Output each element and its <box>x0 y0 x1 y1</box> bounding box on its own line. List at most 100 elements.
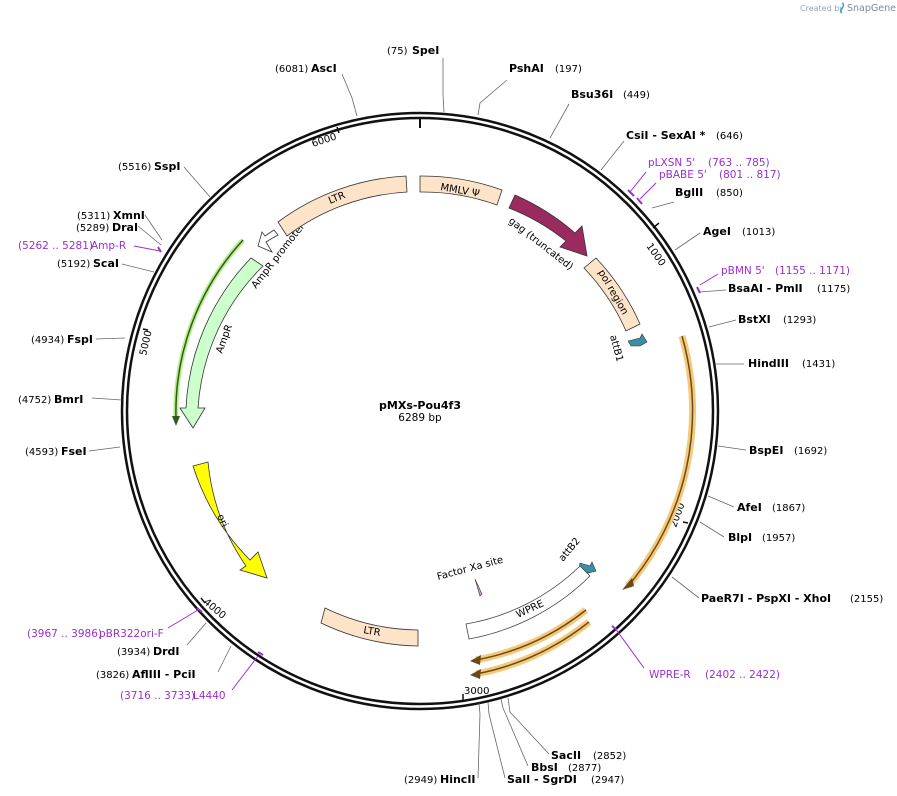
enzyme-name-bbsi[interactable]: BbsI <box>531 761 558 774</box>
enzyme-pos-bstxi[interactable]: (1293) <box>783 315 816 326</box>
enzyme-name-bspei[interactable]: BspEI <box>749 444 783 457</box>
enzyme-name-bsu36i[interactable]: Bsu36I <box>571 88 613 101</box>
feature-mmlv-psi[interactable] <box>419 175 503 206</box>
enzyme-pos-fsei[interactable]: (4593) <box>25 447 58 458</box>
feature-ori[interactable] <box>192 461 268 579</box>
tick-label-3000: 3000 <box>464 686 489 697</box>
enzyme-pos-hincii[interactable]: (2949) <box>404 775 437 786</box>
leader-blpi <box>699 521 725 538</box>
feature-label-ltr-bottom: LTR <box>362 625 381 639</box>
enzyme-pos-afei[interactable]: (1867) <box>772 503 805 514</box>
leader-csii <box>600 140 625 171</box>
feature-orf-right-arrowhead <box>622 578 634 590</box>
primer-pos-plxsn[interactable]: (763 .. 785) <box>708 157 770 169</box>
enzyme-pos-drai[interactable]: (5289) <box>76 223 109 234</box>
enzyme-name-fspi[interactable]: FspI <box>67 333 93 346</box>
enzyme-pos-afliii-pcii[interactable]: (3826) <box>96 670 129 681</box>
enzyme-pos-sali-sgrdi[interactable]: (2947) <box>591 775 624 786</box>
enzyme-pos-bsu36i[interactable]: (449) <box>623 90 650 101</box>
primer-name-pbr322ori[interactable]: pBR322ori-F <box>99 628 164 640</box>
leader-sali <box>487 701 506 779</box>
tick-mark-6000 <box>336 126 340 134</box>
enzyme-pos-agei[interactable]: (1013) <box>742 227 775 238</box>
feature-orf-right[interactable] <box>627 335 694 587</box>
enzyme-name-afliii-pcii[interactable]: AflIII - PciI <box>132 668 196 681</box>
tick-mark-5000 <box>142 328 149 331</box>
feature-attb1[interactable] <box>627 333 648 347</box>
enzyme-name-bsaai-pmli[interactable]: BsaAI - PmlI <box>728 282 803 295</box>
enzyme-name-sspi[interactable]: SspI <box>154 160 180 173</box>
primer-pos-wpre-r[interactable]: (2402 .. 2422) <box>705 669 780 681</box>
enzyme-name-csii-sexai[interactable]: CsiI - SexAI * <box>626 129 706 142</box>
enzyme-pos-sspi[interactable]: (5516) <box>118 162 151 173</box>
enzyme-pos-bbsi[interactable]: (2877) <box>568 763 601 774</box>
primer-name-wpre-r[interactable]: WPRE-R <box>649 669 691 681</box>
primer-pos-pbr322ori[interactable]: (3967 .. 3986) <box>27 628 102 640</box>
enzyme-name-hindiii[interactable]: HindIII <box>748 357 789 370</box>
feature-orf-highlight <box>625 335 697 589</box>
enzyme-pos-hindiii[interactable]: (1431) <box>802 359 835 370</box>
enzyme-name-bmri[interactable]: BmrI <box>54 393 83 406</box>
feature-ltr-top[interactable] <box>277 175 408 237</box>
enzyme-pos-bsaai-pmli[interactable]: (1175) <box>817 284 850 295</box>
enzyme-name-paer7i-pspxi-xhoi[interactable]: PaeR7I - PspXI - XhoI <box>701 592 831 605</box>
enzyme-pos-bmri[interactable]: (4752) <box>18 395 51 406</box>
primer-mark-wpre-r <box>611 625 618 631</box>
feature-orf-bottom-2[interactable] <box>475 621 590 675</box>
enzyme-name-sali-sgrdi[interactable]: SalI - SgrDI <box>507 773 577 786</box>
feature-pol-region[interactable] <box>583 257 641 332</box>
enzyme-name-xmni[interactable]: XmnI <box>113 209 145 222</box>
enzyme-pos-sacii[interactable]: (2852) <box>593 751 626 762</box>
enzyme-pos-drdi[interactable]: (3934) <box>117 647 150 658</box>
enzyme-pos-paer7i-pspxi-xhoi[interactable]: (2155) <box>850 594 883 605</box>
primer-name-amp-r[interactable]: Amp-R <box>91 240 126 252</box>
credit-brand: SnapGene <box>847 3 896 14</box>
enzyme-name-drdi[interactable]: DrdI <box>153 645 180 658</box>
enzyme-name-afei[interactable]: AfeI <box>737 501 762 514</box>
enzyme-pos-spei[interactable]: (75) <box>387 46 408 57</box>
feature-ampr-promoter[interactable] <box>257 229 279 253</box>
leader-pbr322ori <box>167 609 199 629</box>
enzyme-name-agei[interactable]: AgeI <box>703 225 731 238</box>
primer-name-pbabe[interactable]: pBABE 5' <box>659 169 707 181</box>
primer-pos-pbmn[interactable]: (1155 .. 1171) <box>775 265 850 277</box>
enzyme-name-blpi[interactable]: BlpI <box>728 531 752 544</box>
primer-name-pbmn[interactable]: pBMN 5' <box>721 265 765 277</box>
enzyme-pos-asci[interactable]: (6081) <box>275 64 308 75</box>
enzyme-pos-csii-sexai[interactable]: (646) <box>716 131 743 142</box>
enzyme-pos-scai[interactable]: (5192) <box>57 259 90 270</box>
primer-name-plxsn[interactable]: pLXSN 5' <box>648 157 695 169</box>
enzyme-name-spei[interactable]: SpeI <box>412 44 439 57</box>
enzyme-pos-fspi[interactable]: (4934) <box>31 335 64 346</box>
feature-ampr[interactable] <box>179 257 264 429</box>
leader-afei <box>707 495 735 508</box>
enzyme-pos-bspei[interactable]: (1692) <box>794 446 827 457</box>
feature-ampr-orf[interactable] <box>175 239 244 421</box>
feature-ltr-bottom[interactable] <box>320 607 419 647</box>
enzyme-pos-pshai[interactable]: (197) <box>555 64 582 75</box>
enzyme-name-pshai[interactable]: PshAI <box>509 62 544 75</box>
primer-pos-amp-r[interactable]: (5262 .. 5281) <box>18 240 93 252</box>
enzyme-name-hincii[interactable]: HincII <box>440 773 476 786</box>
feature-wpre[interactable] <box>465 565 591 640</box>
leader-paer7i <box>671 576 700 599</box>
feature-orf-bottom-1[interactable] <box>475 609 587 661</box>
enzyme-name-bglii[interactable]: BglII <box>675 186 703 199</box>
enzyme-name-scai[interactable]: ScaI <box>93 257 119 270</box>
feature-gag[interactable] <box>508 194 588 257</box>
enzyme-pos-bglii[interactable]: (850) <box>716 188 743 199</box>
feature-orf-bottom-2-arrowhead <box>470 669 481 679</box>
enzyme-name-fsei[interactable]: FseI <box>61 445 87 458</box>
enzyme-name-asci[interactable]: AscI <box>311 62 337 75</box>
primer-pos-pbabe[interactable]: (801 .. 817) <box>719 169 781 181</box>
primer-mark-l4440 <box>257 651 264 656</box>
enzyme-name-bstxi[interactable]: BstXI <box>738 313 771 326</box>
enzyme-pos-blpi[interactable]: (1957) <box>762 533 795 544</box>
primer-pos-l4440[interactable]: (3716 .. 3733) <box>120 690 195 702</box>
feature-factor-xa[interactable] <box>474 578 483 597</box>
leader-asci <box>341 73 358 117</box>
primer-name-l4440[interactable]: L4440 <box>193 690 226 702</box>
enzyme-name-sacii[interactable]: SacII <box>551 749 581 762</box>
enzyme-name-drai[interactable]: DraI <box>112 221 138 234</box>
enzyme-pos-xmni[interactable]: (5311) <box>77 211 110 222</box>
